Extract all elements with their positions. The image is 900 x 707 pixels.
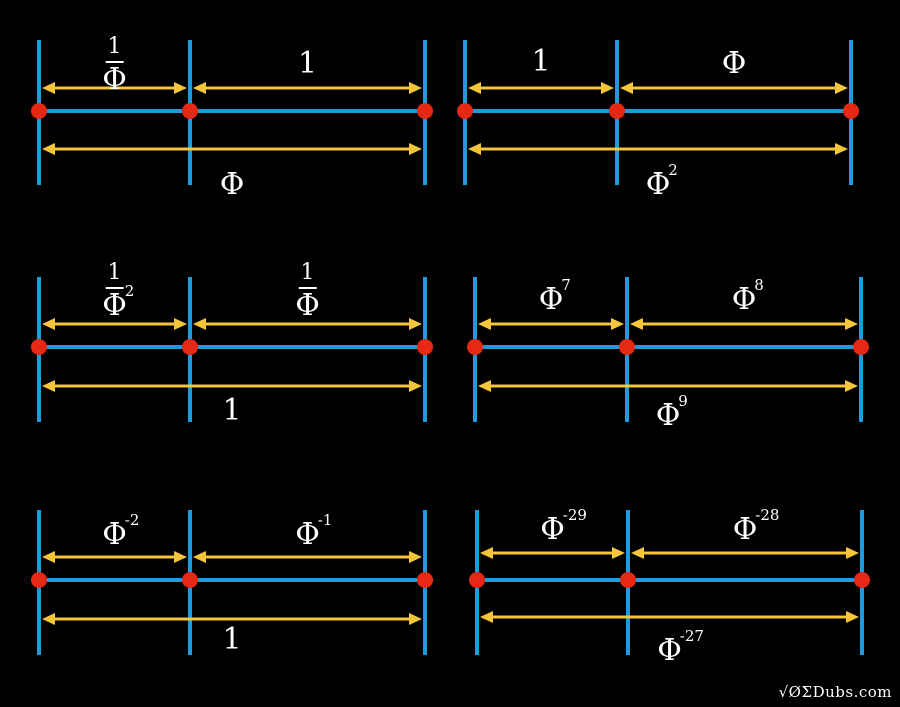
- phi-symbol: Φ: [731, 282, 757, 317]
- arrow-right-part: [631, 547, 859, 559]
- exponent: 7: [561, 276, 571, 294]
- point-division: [182, 103, 198, 119]
- phi-symbol: Φ: [657, 633, 682, 668]
- phi-symbol: Φ: [732, 512, 758, 547]
- arrow-whole: [478, 380, 858, 392]
- exponent: 9: [678, 392, 688, 410]
- fraction-numerator: 1: [105, 36, 124, 63]
- phi-symbol: Φ: [102, 517, 127, 552]
- label-whole: Φ-27: [657, 629, 704, 668]
- exponent: 8: [754, 276, 764, 294]
- phi-symbol: Φ: [295, 517, 320, 552]
- arrow-right-part: [630, 318, 858, 330]
- arrow-whole: [42, 380, 422, 392]
- label-right-part: Φ-1: [295, 513, 332, 552]
- arrow-left-part: [478, 318, 624, 330]
- label-left-part: Φ-2: [102, 513, 139, 552]
- label-left-part: Φ-29: [540, 508, 587, 547]
- watermark: √ØΣDubs.com: [778, 683, 892, 701]
- fraction-numerator: 1: [298, 262, 317, 289]
- point-start: [31, 339, 47, 355]
- point-division: [620, 572, 636, 588]
- label-whole: 1: [222, 622, 242, 657]
- exponent: -2: [124, 511, 140, 529]
- fraction-numerator: 1: [105, 262, 124, 289]
- point-start: [31, 103, 47, 119]
- point-start: [469, 572, 485, 588]
- arrow-whole: [42, 143, 422, 155]
- arrow-right-part: [193, 318, 422, 330]
- fraction-denominator: Φ: [295, 288, 320, 323]
- arrow-left-part: [468, 82, 614, 94]
- point-division: [182, 572, 198, 588]
- exponent: -1: [317, 511, 333, 529]
- exponent: 2: [668, 161, 678, 179]
- point-start: [457, 103, 473, 119]
- arrow-left-part: [42, 82, 187, 94]
- fraction-denominator: Φ: [102, 62, 127, 97]
- arrow-left-part: [42, 551, 187, 563]
- point-start: [31, 572, 47, 588]
- label-right-part: 1: [297, 46, 318, 81]
- phi-symbol: Φ: [655, 398, 681, 433]
- point-end: [417, 339, 433, 355]
- exponent: -28: [755, 506, 780, 524]
- phi-symbol: Φ: [645, 167, 671, 202]
- point-end: [843, 103, 859, 119]
- point-end: [854, 572, 870, 588]
- exponent: -29: [562, 506, 587, 524]
- phi-symbol: Φ: [102, 288, 127, 323]
- point-division: [619, 339, 635, 355]
- label-whole: Φ: [219, 167, 245, 202]
- label-left-part: 1: [531, 44, 551, 79]
- point-division: [609, 103, 625, 119]
- point-end: [417, 103, 433, 119]
- arrow-right-part: [193, 551, 422, 563]
- arrow-right-part: [193, 82, 422, 94]
- point-end: [853, 339, 869, 355]
- arrow-left-part: [480, 547, 625, 559]
- label-right-part: Φ-28: [732, 508, 780, 547]
- label-whole: 1: [222, 393, 242, 428]
- point-division: [182, 339, 198, 355]
- exponent: -27: [679, 627, 704, 645]
- arrow-whole: [480, 611, 859, 623]
- arrow-right-part: [620, 82, 848, 94]
- label-right-part: Φ: [721, 46, 747, 81]
- phi-symbol: Φ: [540, 512, 565, 547]
- arrow-whole: [468, 143, 848, 155]
- point-start: [467, 339, 483, 355]
- phi-symbol: Φ: [538, 282, 564, 317]
- arrow-whole: [42, 613, 422, 625]
- point-end: [417, 572, 433, 588]
- arrow-left-part: [42, 318, 187, 330]
- exponent: 2: [124, 282, 135, 300]
